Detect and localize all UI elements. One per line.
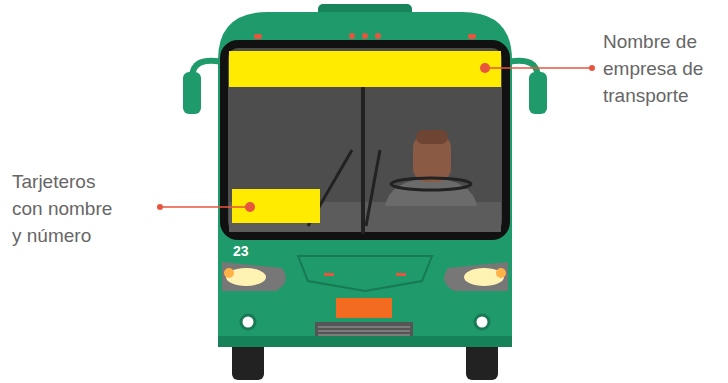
fog-light bbox=[241, 315, 255, 329]
callout-text: Tarjeteros con nombre y número bbox=[12, 168, 127, 249]
bus-number: 23 bbox=[233, 243, 273, 259]
side-mirror bbox=[529, 72, 547, 114]
leader-dot bbox=[480, 63, 490, 73]
grille-slat bbox=[318, 330, 410, 332]
bumper bbox=[218, 336, 512, 347]
windshield bbox=[224, 44, 506, 236]
leader-line bbox=[485, 67, 592, 69]
headlight-lamp bbox=[224, 268, 234, 278]
leader-dot bbox=[157, 204, 163, 210]
grille-slat bbox=[318, 326, 410, 328]
leader-line bbox=[160, 206, 250, 208]
card-holder bbox=[232, 189, 320, 223]
driver-body bbox=[385, 178, 477, 206]
license-plate bbox=[336, 298, 392, 318]
leader-dot bbox=[589, 65, 595, 71]
window-post bbox=[361, 87, 365, 234]
front-mask bbox=[298, 256, 432, 291]
steering-wheel bbox=[391, 178, 471, 190]
indicator bbox=[396, 273, 406, 276]
headlight-lamp bbox=[496, 268, 506, 278]
driver-hair bbox=[416, 130, 448, 144]
destination-band bbox=[229, 51, 501, 87]
marker-light bbox=[375, 33, 381, 39]
indicator bbox=[324, 273, 334, 276]
wiper bbox=[366, 150, 380, 226]
headlight bbox=[222, 262, 286, 291]
marker-light bbox=[254, 34, 262, 39]
fog-light bbox=[475, 315, 489, 329]
marker-light bbox=[362, 33, 368, 39]
headlight bbox=[444, 262, 508, 291]
side-mirror bbox=[183, 72, 201, 114]
marker-light bbox=[349, 33, 355, 39]
grille-slat bbox=[318, 334, 410, 336]
bus-body bbox=[218, 12, 512, 345]
marker-light bbox=[468, 34, 476, 39]
leader-dot bbox=[245, 202, 255, 212]
callout-text: Nombre de empresa de transporte bbox=[603, 28, 718, 109]
